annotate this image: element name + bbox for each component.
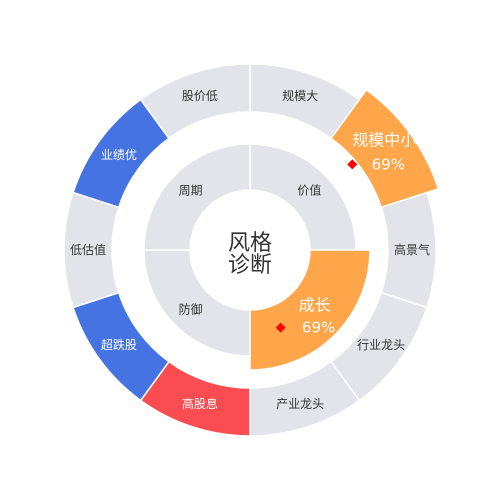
diamond-icon: [347, 159, 358, 170]
outer-label-8: 业绩优: [101, 148, 137, 162]
inner-segment-0: [249, 143, 357, 251]
inner-highlight-value: 69%: [302, 319, 335, 337]
outer-highlight-label: 规模中小: [352, 130, 416, 149]
center-label-line-2: 诊断: [228, 253, 272, 278]
outer-label-9: 股价低: [182, 89, 218, 103]
outer-label-3: 行业龙头: [357, 338, 405, 352]
center-label: 风格 诊断: [228, 231, 272, 278]
outer-label-0: 规模大: [282, 88, 318, 103]
outer-label-7: 低估值: [70, 242, 106, 257]
center-label-line-1: 风格: [228, 231, 272, 256]
outer-segment-9: [139, 63, 251, 140]
outer-label-2: 高景气: [394, 242, 430, 257]
inner-segment-2: [143, 249, 251, 357]
outer-label-4: 产业龙头: [276, 397, 324, 411]
inner-label-2: 防御: [179, 301, 203, 316]
diamond-icon: [275, 322, 286, 333]
outer-label-6: 超跌股: [101, 337, 137, 352]
inner-label-0: 价值: [297, 183, 321, 198]
inner-highlight-label: 成长: [299, 296, 331, 315]
inner-label-3: 周期: [179, 184, 203, 198]
outer-highlight-value: 69%: [372, 155, 405, 173]
outer-label-5: 高股息: [182, 396, 218, 411]
inner-segment-3: [143, 143, 251, 251]
outer-segment-1: [330, 88, 440, 209]
inner-segment-1: [249, 249, 371, 371]
